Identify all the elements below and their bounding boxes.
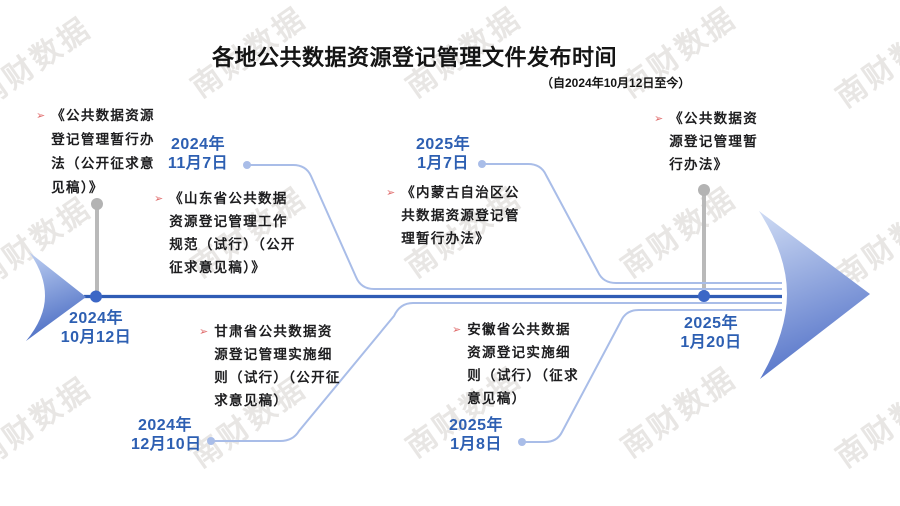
- arrow-bullet-icon: ➢: [654, 113, 664, 125]
- date-label-gansu: 2024年 12月10日: [131, 416, 202, 454]
- arrow-bullet-icon: ➢: [386, 187, 396, 199]
- timeline-head-arrow: [759, 211, 870, 379]
- doc-title: 《山东省公共数据资源登记管理工作规范（试行）（公开征求意见稿）》: [169, 191, 296, 275]
- date-label-shandong: 2024年 11月7日: [165, 135, 231, 173]
- connector-shandong: [247, 164, 782, 290]
- stem-dot-national-final: [698, 184, 710, 196]
- timeline-tail-arrow: [26, 252, 86, 341]
- date-year: 2024年: [170, 136, 226, 153]
- date-day: 11月7日: [167, 155, 229, 172]
- page-subtitle: （自2024年10月12日至今）: [541, 76, 691, 90]
- date-label-national-draft: 2024年 10月12日: [55, 309, 137, 347]
- doc-title: 安徽省公共数据资源登记实施细则（试行）（征求意见稿）: [467, 322, 579, 406]
- date-label-anhui: 2025年 1月8日: [448, 416, 504, 454]
- event-dot-national-final: [698, 290, 710, 302]
- connector-dot-anhui: [518, 438, 526, 446]
- doc-title: 《公共数据资源登记管理暂行办法》: [669, 111, 759, 172]
- doc-title: 《公共数据资源登记管理暂行办法（公开征求意见稿）》: [51, 108, 155, 195]
- arrow-bullet-icon: ➢: [199, 326, 209, 338]
- date-label-neimenggu: 2025年 1月7日: [416, 135, 470, 173]
- arrow-bullet-icon: ➢: [36, 110, 46, 122]
- doc-label-national-final: ➢ 《公共数据资源登记管理暂行办法》: [654, 107, 768, 176]
- date-day: 12月10日: [131, 436, 202, 453]
- doc-label-anhui: ➢ 安徽省公共数据资源登记实施细则（试行）（征求意见稿）: [452, 318, 581, 410]
- date-year: 2024年: [137, 417, 193, 434]
- arrow-bullet-icon: ➢: [154, 193, 164, 205]
- arrow-bullet-icon: ➢: [452, 324, 462, 336]
- date-year: 2024年: [68, 310, 124, 327]
- date-year: 2025年: [416, 136, 471, 153]
- date-day: 1月20日: [680, 334, 742, 351]
- page-title: 各地公共数据资源登记管理文件发布时间: [212, 45, 618, 70]
- connector-anhui: [522, 309, 782, 443]
- date-day: 1月8日: [450, 436, 502, 453]
- connector-dot-gansu: [207, 437, 215, 445]
- doc-label-gansu: ➢ 甘肃省公共数据资源登记管理实施细则（试行）（公开征求意见稿）: [199, 320, 341, 412]
- connector-neimenggu: [482, 163, 782, 284]
- doc-label-shandong: ➢ 《山东省公共数据资源登记管理工作规范（试行）（公开征求意见稿）》: [154, 187, 296, 279]
- date-label-national-final: 2025年 1月20日: [680, 314, 742, 352]
- event-dot-national-draft: [90, 290, 102, 303]
- stem-dot-national-draft: [91, 198, 103, 210]
- doc-label-national-draft: ➢ 《公共数据资源登记管理暂行办法（公开征求意见稿）》: [36, 104, 167, 200]
- date-day: 1月7日: [417, 155, 469, 172]
- date-year: 2025年: [448, 417, 504, 434]
- connector-dot-neimenggu: [478, 160, 486, 168]
- date-year: 2025年: [683, 315, 739, 332]
- doc-title: 甘肃省公共数据资源登记管理实施细则（试行）（公开征求意见稿）: [214, 324, 341, 408]
- connector-gansu: [211, 302, 782, 442]
- doc-title: 《内蒙古自治区公共数据资源登记管理暂行办法》: [401, 185, 520, 246]
- connector-dot-shandong: [243, 161, 251, 169]
- doc-label-neimenggu: ➢ 《内蒙古自治区公共数据资源登记管理暂行办法》: [386, 181, 528, 250]
- date-day: 10月12日: [60, 329, 132, 346]
